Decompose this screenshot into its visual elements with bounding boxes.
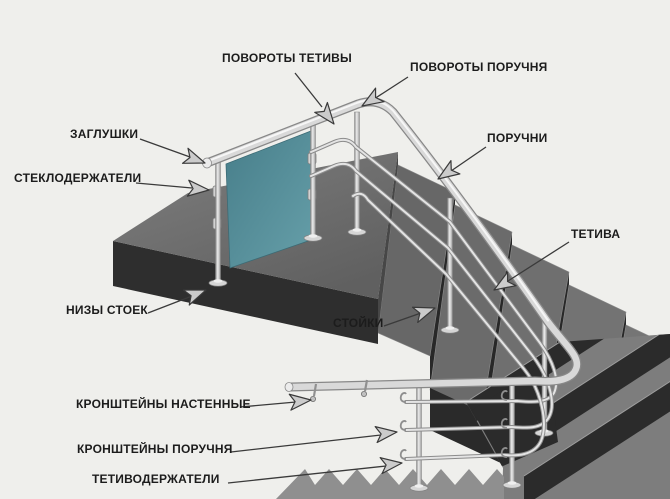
wall-brackets [309,379,369,402]
landing-front-face [113,241,378,344]
rail-holder-hook [500,418,508,429]
post-bases [208,228,554,492]
arrow-line-nizy-stoek [147,295,193,314]
label-tetivoderzhateli: ТЕТИВОДЕРЖАТЕЛИ [92,472,220,486]
wall-bracket [309,383,318,402]
arrow-line-kronshteiny-nastennye [239,401,297,408]
post-base [347,228,367,236]
arrow-head-povoroty-poruchnya [361,87,385,107]
label-zaglushki: ЗАГЛУШКИ [70,127,139,141]
post-base [502,481,522,489]
arrow-line-stoyki [383,312,422,327]
label-kronshteiny-nastennye: КРОНШТЕЙНЫ НАСТЕННЫЕ [76,397,251,411]
rail-holder-hook [500,447,508,458]
string-rail-3 [352,192,545,460]
string-rail-1 [310,138,558,403]
arrow-head-steklederzhateli [186,179,210,197]
label-povoroty-poruchnya: ПОВОРОТЫ ПОРУЧНЯ [410,60,548,74]
step-nose-edge [523,343,670,477]
rail-holder-hook [399,392,407,403]
arrow-line-povoroty-tetivy [294,72,323,108]
arrow-head-tetivoderzhateli [379,457,403,475]
label-nizy-stoek: НИЗЫ СТОЕК [66,303,148,317]
post-base [409,484,429,492]
rail-holder-hook [399,420,407,431]
label-steklederzhateli: СТЕКЛОДЕРЖАТЕЛИ [14,171,142,185]
landing-side-face [378,152,398,333]
rail-holder-hook [500,390,508,401]
end-cap [284,382,294,392]
arrow-head-zaglushki [181,147,206,164]
post [447,197,453,331]
wall-bracket [360,379,369,397]
arrow-line-zaglushki [139,138,191,158]
post [310,121,316,239]
arrow-head-tetiva [493,271,517,291]
label-kronshteiny-poruchnya: КРОНШТЕЙНЫ ПОРУЧНЯ [77,442,233,456]
arrow-head-poruchni [437,160,461,180]
arrow-line-tetivoderzhateli [227,465,387,484]
post-base [303,234,323,242]
arrow-head-kronshteiny-nastennye [288,393,312,411]
label-povoroty-tetivy: ПОВОРОТЫ ТЕТИВЫ [222,51,352,65]
lower-step-riser [524,344,670,499]
label-stoyki: СТОЙКИ [333,316,384,330]
post-base [440,326,460,334]
label-tetiva: ТЕТИВА [571,227,621,241]
arrow-head-povoroty-tetivy [314,101,335,125]
arrow-head-kronshteiny-poruchnya [374,426,398,444]
rail-holder-hook [399,449,407,460]
post-base [208,279,228,287]
stair-profile-strip [276,469,504,499]
arrow-line-povoroty-poruchnya [373,76,409,100]
arrow-line-kronshteiny-poruchnya [230,434,382,453]
arrow-head-nizy-stoek [182,289,207,306]
post [215,159,221,284]
callout-arrows [135,72,570,484]
arrow-line-poruchni [450,146,487,172]
post [509,381,515,486]
arrow-head-stoyki [411,306,436,324]
arrow-line-tetiva [507,241,570,282]
arrow-line-steklederzhateli [135,182,193,189]
label-poruchni: ПОРУЧНИ [487,131,548,145]
string-holders [399,390,508,460]
